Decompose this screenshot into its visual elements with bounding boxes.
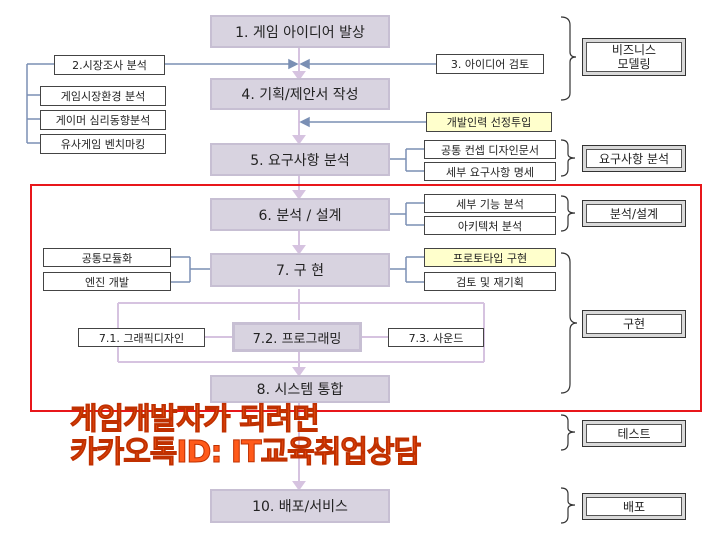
stage-requirements: 요구사항 분석 <box>582 145 686 172</box>
market-env-box: 게임시장환경 분석 <box>40 86 166 106</box>
prototype-label: 프로토타입 구현 <box>452 251 528 265</box>
step-1-box: 1. 게임 아이디어 발상 <box>210 15 390 48</box>
watermark-line-1: 게임개발자가 되려면 <box>70 402 321 438</box>
step-8-box: 8. 시스템 통합 <box>210 375 390 403</box>
architecture-box: 아키텍처 분석 <box>424 216 556 235</box>
watermark-line-2: 카카오톡ID: IT교육취업상담 <box>69 435 421 471</box>
step-1-label: 1. 게임 아이디어 발상 <box>235 24 365 41</box>
review-replan-label: 검토 및 재기획 <box>456 275 524 289</box>
gamer-psych-label: 게이머 심리동향분석 <box>55 114 151 127</box>
stage-deploy: 배포 <box>582 493 686 520</box>
step-4-box: 4. 기획/제안서 작성 <box>210 78 390 110</box>
step-4-label: 4. 기획/제안서 작성 <box>241 87 359 103</box>
main-flow-arrows <box>117 47 485 491</box>
step-8-label: 8. 시스템 통합 <box>256 382 344 398</box>
step-6-label: 6. 분석 / 설계 <box>258 207 342 224</box>
step-7-box: 7. 구 현 <box>210 253 390 287</box>
idea-review-box: 3. 아이디어 검토 <box>436 54 544 74</box>
review-replan-box: 검토 및 재기획 <box>424 272 556 291</box>
step-10-label: 10. 배포/서비스 <box>252 499 348 515</box>
step-5-label: 5. 요구사항 분석 <box>250 152 350 169</box>
market-research-box: 2.시장조사 분석 <box>54 55 165 75</box>
stage-business-line2: 모델링 <box>617 57 651 71</box>
stage-braces <box>560 16 578 524</box>
market-research-label: 2.시장조사 분석 <box>72 59 147 72</box>
detail-spec-label: 세부 요구사항 명세 <box>446 165 534 179</box>
stage-business-modeling: 비즈니스 모델링 <box>582 38 686 76</box>
detail-spec-box: 세부 요구사항 명세 <box>424 162 556 181</box>
graphic-design-label: 7.1. 그래픽디자인 <box>98 331 185 345</box>
dev-staff-box: 개발인력 선정투입 <box>426 112 552 132</box>
common-concept-label: 공통 컨셉 디자인문서 <box>440 143 540 157</box>
market-env-label: 게임시장환경 분석 <box>60 90 146 103</box>
idea-review-label: 3. 아이디어 검토 <box>450 58 530 71</box>
step-5-box: 5. 요구사항 분석 <box>210 143 390 176</box>
stage-analysis-design: 분석/설계 <box>582 200 686 227</box>
stage-analysis-design-label: 분석/설계 <box>609 206 659 221</box>
graphic-design-box: 7.1. 그래픽디자인 <box>78 328 205 347</box>
programming-box: 7.2. 프로그래밍 <box>232 322 362 352</box>
stage-requirements-label: 요구사항 분석 <box>598 151 670 166</box>
stage-test: 테스트 <box>582 420 686 447</box>
sound-label: 7.3. 사운드 <box>408 331 464 345</box>
engine-dev-label: 엔진 개발 <box>85 275 129 289</box>
dev-staff-label: 개발인력 선정투입 <box>446 116 532 129</box>
step-6-box: 6. 분석 / 설계 <box>210 198 390 231</box>
stage-test-label: 테스트 <box>617 426 651 441</box>
benchmark-label: 유사게임 벤치마킹 <box>60 138 146 151</box>
step-7-label: 7. 구 현 <box>275 263 325 279</box>
stage-implementation: 구현 <box>582 310 686 338</box>
programming-label: 7.2. 프로그래밍 <box>252 331 342 347</box>
step-10-box: 10. 배포/서비스 <box>210 489 390 523</box>
engine-dev-box: 엔진 개발 <box>43 272 171 291</box>
stage-implementation-label: 구현 <box>622 317 646 331</box>
stage-deploy-label: 배포 <box>622 499 646 514</box>
common-module-box: 공통모듈화 <box>43 248 171 267</box>
highlight-frame <box>30 184 702 412</box>
gamer-psych-box: 게이머 심리동향분석 <box>40 110 166 130</box>
stage-business-line1: 비즈니스 <box>611 43 657 57</box>
common-module-label: 공통모듈화 <box>81 251 133 265</box>
benchmark-box: 유사게임 벤치마킹 <box>40 134 166 154</box>
sound-box: 7.3. 사운드 <box>388 328 484 347</box>
common-concept-box: 공통 컨셉 디자인문서 <box>424 140 556 159</box>
architecture-label: 아키텍처 분석 <box>457 219 523 233</box>
prototype-box: 프로토타입 구현 <box>424 248 556 267</box>
detail-func-label: 세부 기능 분석 <box>456 197 524 211</box>
detail-func-box: 세부 기능 분석 <box>424 194 556 213</box>
connector-lines <box>26 58 436 283</box>
